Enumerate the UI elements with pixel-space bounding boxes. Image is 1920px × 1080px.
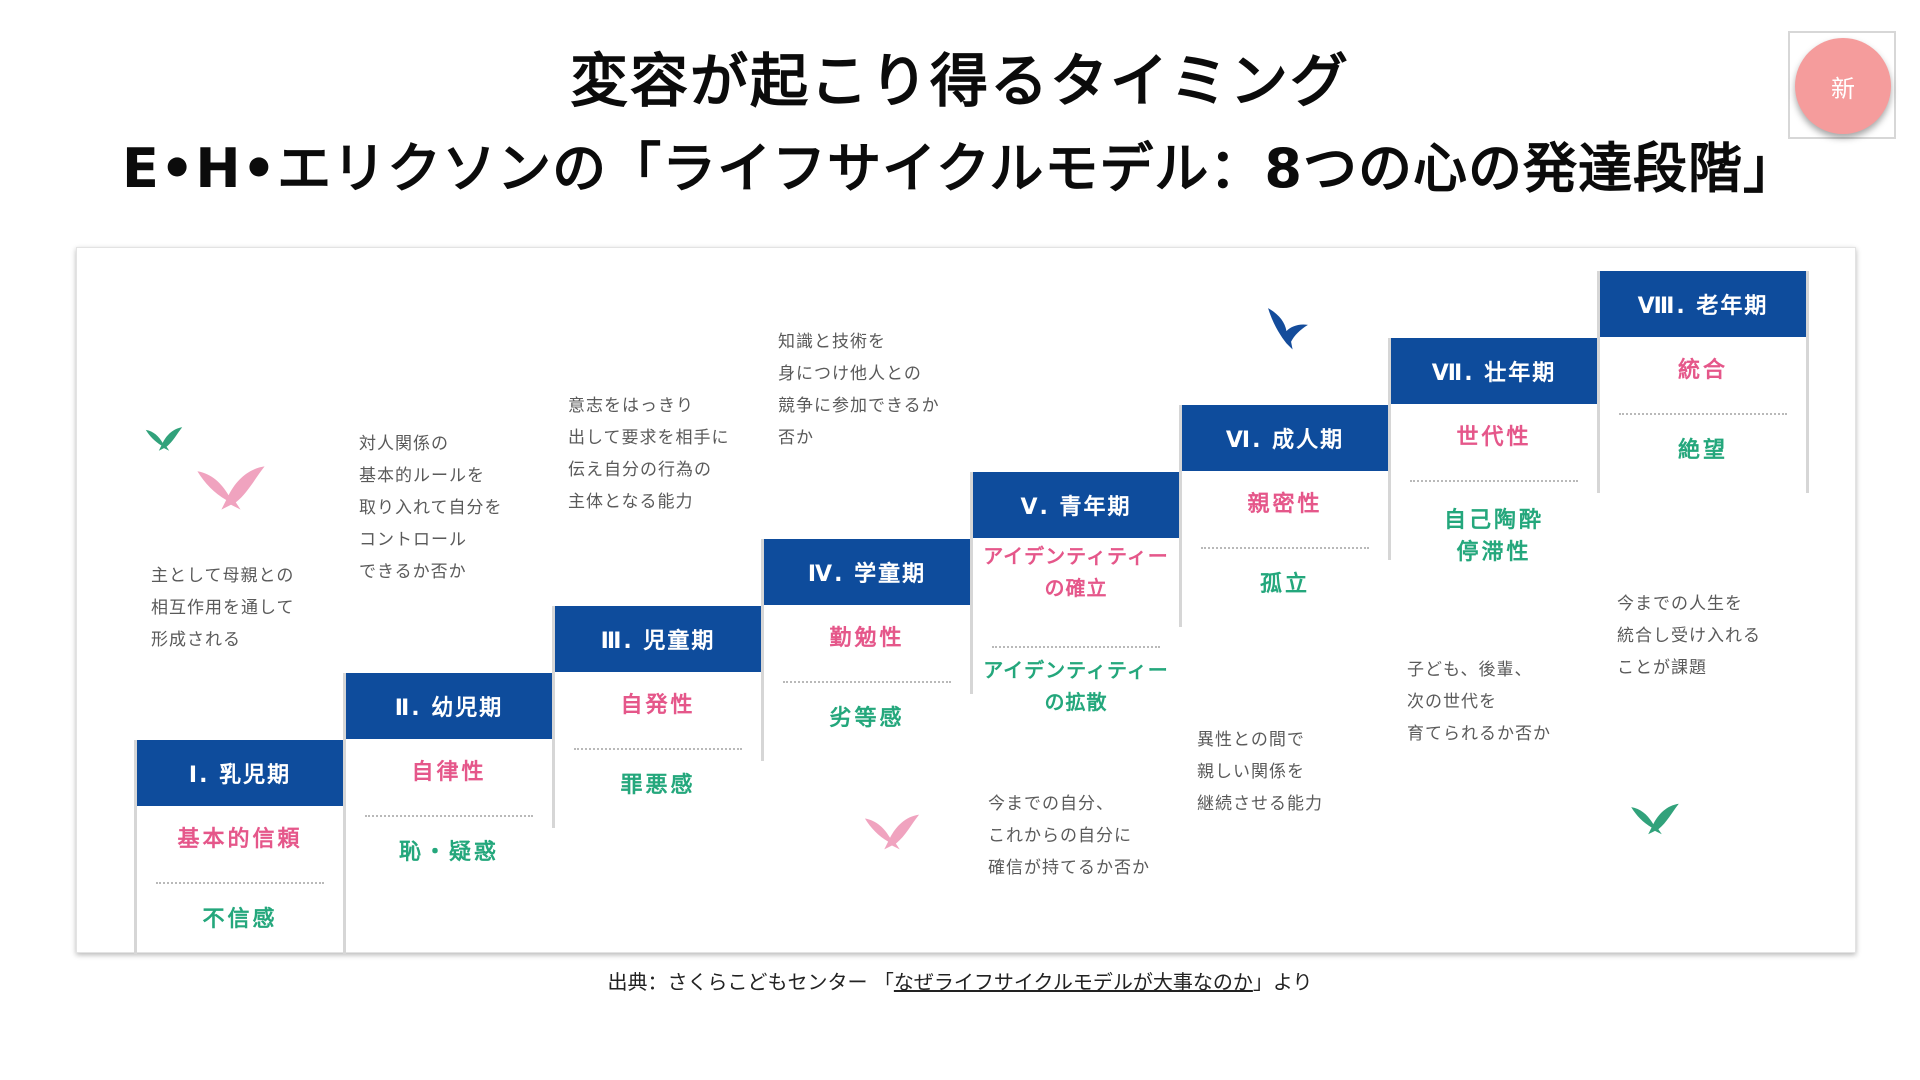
stage-riser (761, 539, 764, 761)
trait-divider (992, 646, 1160, 648)
new-badge[interactable]: 新 (1795, 38, 1891, 134)
badge-frame[interactable]: 新 (1788, 31, 1896, 139)
citation-link[interactable]: なぜライフサイクルモデルが大事なのか (893, 970, 1253, 994)
trait-divider (783, 681, 951, 683)
stage-5-positive: アイデンティティー の確立 (983, 544, 1169, 600)
stage-header-3: Ⅲ. 児童期 (554, 606, 762, 672)
bird-icon (145, 427, 183, 451)
stage-6-positive: 親密性 (1247, 492, 1323, 517)
stage-2-description: 対人関係の 基本的ルールを 取り入れて自分を コントロール できるか否か (359, 434, 503, 582)
stage-header-7: Ⅶ. 壮年期 (1390, 338, 1598, 404)
stage-header-5: Ⅴ. 青年期 (972, 472, 1180, 538)
stage-3-negative: 罪悪感 (620, 773, 696, 798)
stage-header-6: Ⅵ. 成人期 (1181, 405, 1389, 471)
bird-icon (197, 466, 265, 510)
citation-prefix: 出典：さくらこどもセンター 「 (607, 970, 894, 994)
stage-2-positive: 自律性 (411, 760, 487, 785)
stage-8-positive: 統合 (1677, 358, 1728, 383)
stage-riser (970, 472, 973, 694)
stage-3-description: 意志をはっきり 出して要求を相手に 伝え自分の行為の 主体となる能力 (568, 396, 730, 512)
stage-4-positive: 勤勉性 (829, 626, 905, 651)
trait-divider (365, 815, 533, 817)
stage-8-negative: 絶望 (1677, 438, 1728, 463)
stage-header-8: Ⅷ. 老年期 (1599, 271, 1807, 337)
stage-1-negative: 不信感 (202, 907, 278, 932)
stage-7-positive: 世代性 (1456, 425, 1532, 450)
page-subtitle: E•H•エリクソンの「ライフサイクルモデル：8つの心の発達段階」 (122, 137, 1798, 200)
bird-icon (1631, 803, 1679, 835)
stage-riser (1597, 271, 1600, 493)
bird-icon (1268, 308, 1308, 350)
trait-divider (156, 882, 324, 884)
stage-5-description: 今までの自分、 これからの自分に 確信が持てるか否か (988, 794, 1150, 878)
stage-riser (1806, 271, 1809, 493)
stage-4-negative: 劣等感 (829, 706, 905, 731)
stage-7-negative: 自己陶酔 停滞性 (1443, 508, 1544, 565)
stage-riser (1179, 405, 1182, 627)
stage-riser (552, 606, 555, 828)
citation: 出典：さくらこどもセンター 「なぜライフサイクルモデルが大事なのか」より (0, 966, 1920, 995)
stage-4-description: 知識と技術を 身につけ他人との 競争に参加できるか 否か (778, 332, 940, 448)
bird-icon (864, 814, 920, 850)
trait-divider (1201, 547, 1369, 549)
trait-divider (1410, 480, 1578, 482)
lifecycle-diagram: Ⅰ. 乳児期 Ⅱ. 幼児期 Ⅲ. 児童期 Ⅳ. 学童期 Ⅴ. 青年期 Ⅵ. 成人… (76, 247, 1856, 954)
stage-1-positive: 基本的信頼 (177, 827, 303, 852)
stage-2-negative: 恥・疑惑 (398, 840, 499, 865)
stage-7-description: 子ども、後輩、 次の世代を 育てられるか否か (1407, 660, 1551, 744)
trait-divider (1619, 413, 1787, 415)
citation-suffix: 」より (1252, 970, 1313, 994)
stage-riser (343, 673, 346, 954)
page-title: 変容が起こり得るタイミング (569, 47, 1350, 115)
stage-5-negative: アイデンティティー の拡散 (983, 658, 1169, 714)
stage-6-description: 異性との間で 親しい関係を 継続させる能力 (1197, 730, 1323, 814)
trait-divider (574, 748, 742, 750)
stage-header-4: Ⅳ. 学童期 (763, 539, 971, 605)
stage-header-1: Ⅰ. 乳児期 (136, 740, 344, 806)
stage-1-description: 主として母親との 相互作用を通して 形成される (151, 566, 295, 650)
stage-riser (1388, 338, 1391, 560)
stage-8-description: 今までの人生を 統合し受け入れる ことが課題 (1617, 594, 1761, 678)
stage-header-2: Ⅱ. 幼児期 (345, 673, 553, 739)
stage-3-positive: 自発性 (620, 693, 696, 718)
stage-6-negative: 孤立 (1259, 572, 1310, 597)
stage-riser (134, 740, 137, 954)
